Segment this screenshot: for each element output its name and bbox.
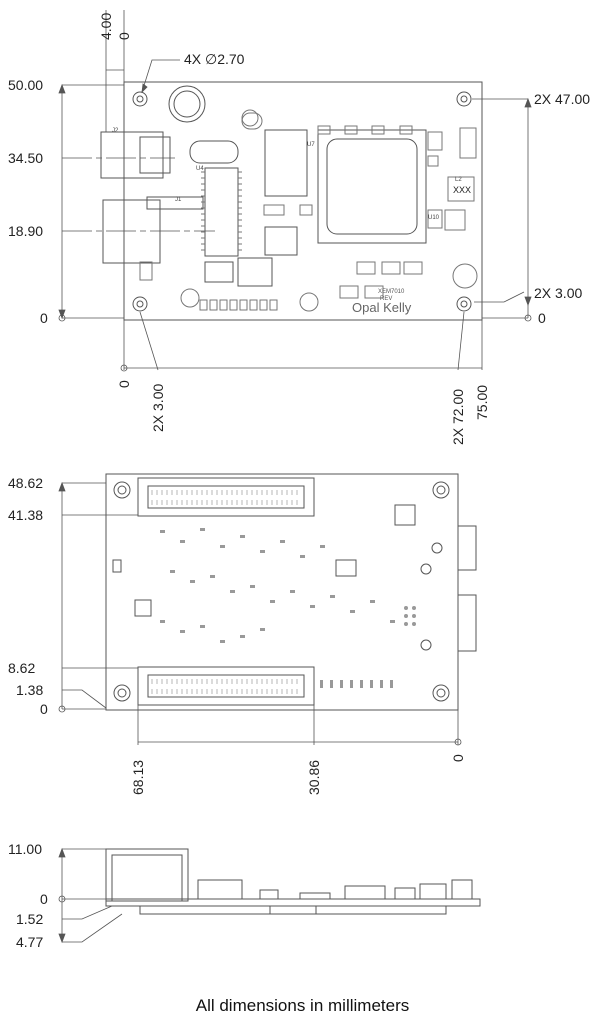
side-tall-connector xyxy=(105,848,189,902)
label-u4: U4 xyxy=(196,166,204,172)
connector-bottom-bottom-view xyxy=(137,666,315,706)
connector-pins xyxy=(151,490,298,694)
label-rev: REV xyxy=(380,296,392,302)
bottom-view xyxy=(105,473,477,711)
top-view-labels: J2 J1 U4 U7 U10 L2 xyxy=(112,128,462,221)
dim-30-86: 30.86 xyxy=(306,760,322,795)
label-l2: L2 xyxy=(455,177,462,183)
bottom-view-passives xyxy=(160,528,416,688)
dim-11-00: 11.00 xyxy=(8,841,42,857)
led-row xyxy=(199,299,278,311)
connector-j1 xyxy=(102,199,161,264)
dim-41-38: 41.38 xyxy=(8,507,43,523)
dim-4-77: 4.77 xyxy=(16,934,43,950)
top-view-dimension-lines xyxy=(58,10,532,372)
fpga-chip xyxy=(317,129,427,244)
label-u10: U10 xyxy=(428,215,440,221)
dim-4-00: 4.00 xyxy=(98,13,114,40)
dim-0-bottom: 0 xyxy=(116,380,132,388)
battery-holder xyxy=(168,85,206,123)
top-view xyxy=(100,81,483,321)
dim-0-left: 0 xyxy=(40,310,48,326)
dim-0-bottom-view: 0 xyxy=(40,701,48,717)
hole-callout: 4X ∅2.70 xyxy=(184,51,245,67)
board-outline-top xyxy=(123,81,483,321)
dim-68-13: 68.13 xyxy=(130,760,146,795)
label-xxx: XXX xyxy=(453,185,471,195)
dim-8-62: 8.62 xyxy=(8,660,35,676)
dim-2x-47-00: 2X 47.00 xyxy=(534,91,590,107)
dim-2x-3-00-bottom: 2X 3.00 xyxy=(150,384,166,432)
label-model: XEM7010 xyxy=(378,289,405,295)
label-j1: J1 xyxy=(175,197,182,203)
ic-u7 xyxy=(264,129,308,197)
side-view-dimension-lines xyxy=(58,847,123,944)
logo-opal-kelly: Opal Kelly xyxy=(352,300,412,315)
dim-2x-3-00: 2X 3.00 xyxy=(534,285,582,301)
dim-50-00: 50.00 xyxy=(8,77,43,93)
dim-0-side: 0 xyxy=(40,891,48,907)
bottom-view-dimension-lines xyxy=(58,481,462,746)
label-j2: J2 xyxy=(112,128,119,134)
dim-0-right: 0 xyxy=(538,310,546,326)
dim-0-bottom-view-x: 0 xyxy=(450,754,466,762)
connector-top-bottom-view xyxy=(137,477,315,517)
side-view xyxy=(105,848,481,915)
dim-2x-72-00: 2X 72.00 xyxy=(450,389,466,445)
dim-75-00: 75.00 xyxy=(474,385,490,420)
component-l2 xyxy=(447,176,475,202)
board-outline-bottom xyxy=(105,473,459,711)
dim-18-90: 18.90 xyxy=(8,223,43,239)
dim-34-50: 34.50 xyxy=(8,150,43,166)
usb-connector-j2 xyxy=(100,131,164,179)
units-caption: All dimensions in millimeters xyxy=(195,996,410,1015)
dim-0-top: 0 xyxy=(116,32,132,40)
ic-u4 xyxy=(204,167,239,257)
dim-1-52: 1.52 xyxy=(16,911,43,927)
side-board xyxy=(105,898,481,907)
label-u7: U7 xyxy=(307,142,315,148)
mounting-holes-top xyxy=(132,91,472,312)
dim-48-62: 48.62 xyxy=(8,475,43,491)
dim-1-38: 1.38 xyxy=(16,682,43,698)
